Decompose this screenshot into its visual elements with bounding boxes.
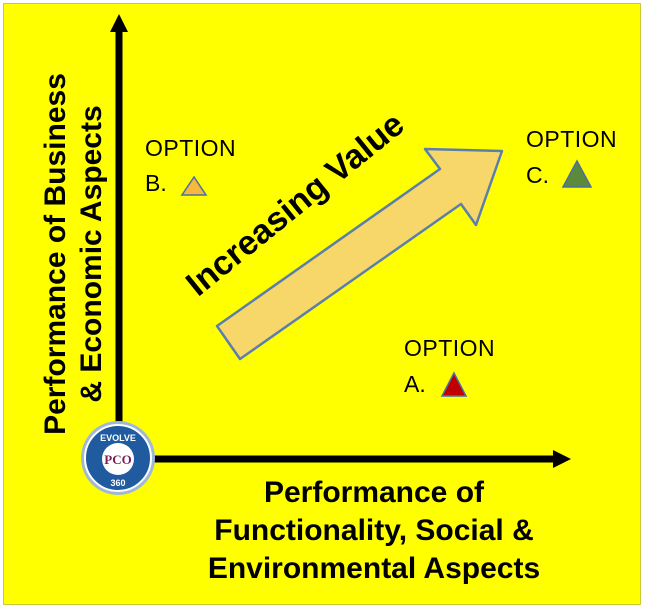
option-c-word: OPTION [526,126,618,152]
option-b-letter: B. [145,170,167,196]
option-a-triangle [440,371,468,397]
x-axis-label-line2: Functionality, Social & [214,514,534,547]
x-axis-label-line3: Environmental Aspects [207,552,541,585]
x-axis-label: Performance of Functionality, Social & E… [174,474,574,588]
option-c-triangle [561,159,593,188]
option-a-word: OPTION [404,335,496,361]
x-axis-label-line1: Performance of [263,476,485,509]
logo-monogram: PCO [104,452,131,467]
y-axis-label-line1: Performance of Business [39,73,72,435]
y-axis-label: Performance of Business & Economic Aspec… [38,44,110,464]
diagram-graphics: EVOLVE 360 PCO [81,14,593,495]
option-c-letter: C. [526,162,549,188]
y-axis-arrowhead [110,14,128,32]
x-axis-arrowhead [553,450,571,468]
option-b-triangle [180,175,208,196]
increasing-value-arrow [215,147,504,361]
y-axis-label-line2: & Economic Aspects [75,105,108,403]
option-a-letter: A. [404,371,426,397]
logo-bottom-text: 360 [110,478,125,488]
evolve-360-logo: EVOLVE 360 PCO [81,421,155,495]
logo-top-text: EVOLVE [100,433,136,443]
diagram-canvas: EVOLVE 360 PCO Performance of Business &… [3,3,641,605]
option-b-word: OPTION [145,135,237,161]
